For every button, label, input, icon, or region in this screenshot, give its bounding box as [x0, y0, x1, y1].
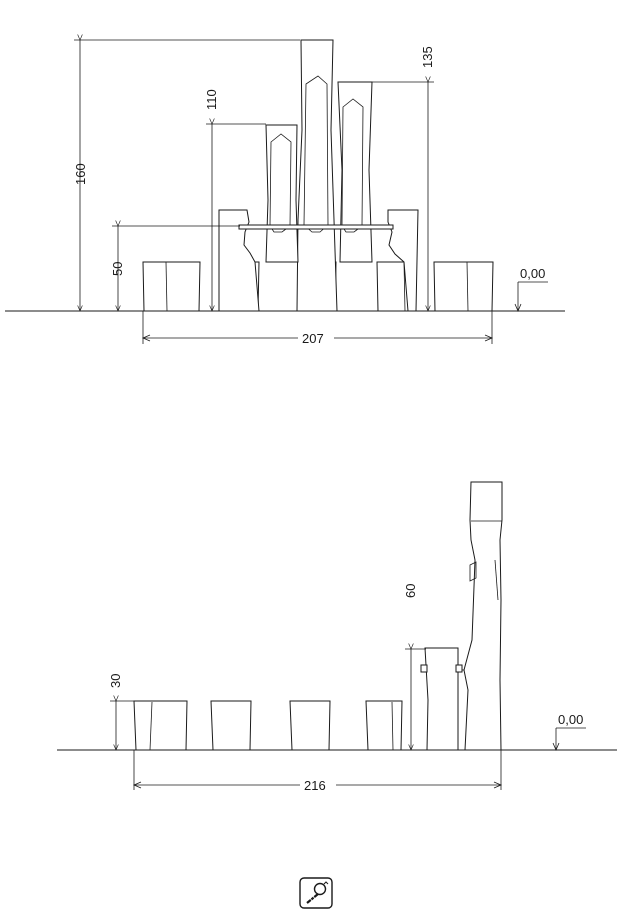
level-label-side: 0,00	[558, 712, 583, 727]
tape-measure-icon	[299, 877, 333, 909]
side-view: 30 60 216 0,00	[57, 481, 617, 793]
dim-label-30: 30	[108, 674, 123, 688]
dim-label-160: 160	[73, 163, 88, 185]
dim-label-110: 110	[204, 89, 219, 110]
dim-label-216: 216	[304, 778, 326, 793]
dim-label-50: 50	[110, 262, 125, 276]
post-side-tall	[463, 481, 503, 751]
front-view: 160 110 135 50 207 0,00	[5, 40, 565, 346]
dim-label-60: 60	[403, 584, 418, 598]
dim-label-135: 135	[420, 46, 435, 68]
level-marker-side: 0,00	[552, 712, 586, 752]
post-side-short	[420, 647, 471, 751]
level-marker-front: 0,00	[514, 266, 548, 313]
stumps-side	[133, 700, 403, 751]
level-label-front: 0,00	[520, 266, 545, 281]
dim-label-207: 207	[302, 331, 324, 346]
bar-front	[238, 224, 394, 230]
